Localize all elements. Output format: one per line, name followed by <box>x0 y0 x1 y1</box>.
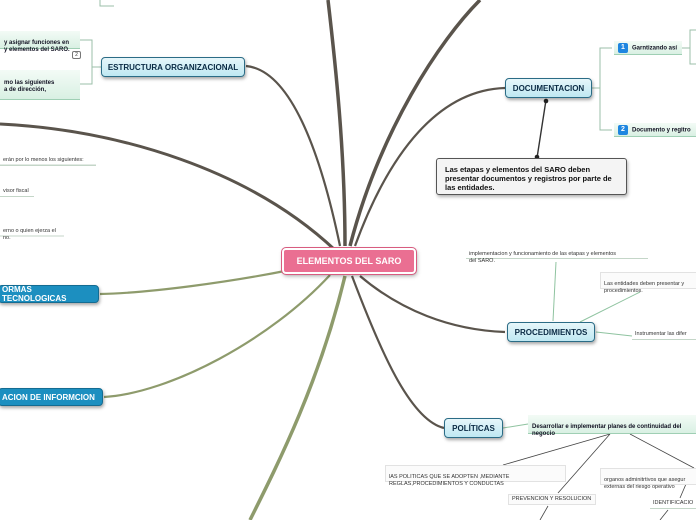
connector-pol-a <box>502 433 611 466</box>
branch-top-right <box>348 0 482 247</box>
connector-pol-b <box>557 433 611 494</box>
number-one-icon: 1 <box>618 43 628 53</box>
central-topic[interactable]: ELEMENTOS DEL SARO <box>281 247 417 275</box>
subtopic-label: Documento y regitro <box>632 127 691 134</box>
subtopic-label: IDENTIFICACIO <box>653 500 694 506</box>
topic-divulgacion-informacion[interactable]: ACION DE INFORMCION <box>0 388 103 406</box>
subtopic-label: visor fiscal <box>3 188 29 194</box>
subtopic-label: Instrumentar las difer <box>635 331 687 337</box>
subtopic-label: erno o quien ejerza el no. <box>3 228 56 241</box>
subtopic-identificacion[interactable]: IDENTIFICACIO <box>650 499 696 509</box>
branch-procedimientos <box>359 275 506 334</box>
connector-g1-right <box>682 29 696 65</box>
subtopic-label: erán por lo menos los siguientes: <box>3 157 84 163</box>
branch-estructura <box>245 64 342 247</box>
subtopic-siguientes-direccion[interactable]: mo las siguientes a de dirección, <box>0 70 80 100</box>
subtopic-implementacion[interactable]: implementacion y funcionamiento de las e… <box>466 243 648 264</box>
connector-pol-c <box>629 433 695 469</box>
subtopic-control-interno[interactable]: erno o quien ejerza el no. <box>0 220 64 241</box>
topic-label: POLÍTICAS <box>452 423 495 433</box>
subtopic-prevencion-resolucion[interactable]: PREVENCION Y RESOLUCION <box>508 494 596 505</box>
number-two-icon: 2 <box>618 125 628 135</box>
connector-proc-entidades <box>579 291 641 323</box>
branch-bottom <box>248 275 347 520</box>
connector-proc-right <box>595 331 633 337</box>
subtopic-label: Desarrollar e implementar planes de cont… <box>532 424 682 437</box>
connector-doc-note <box>536 99 547 159</box>
subtopic-label: mo las siguientes a de dirección, <box>4 80 55 93</box>
subtopic-label: y asignar funciones en y elementos del S… <box>4 40 70 53</box>
topic-procedimientos[interactable]: PROCEDIMIENTOS <box>507 322 595 342</box>
connector-doc-sub <box>592 47 612 131</box>
connector-pol-main <box>502 423 529 429</box>
connector-pol-e <box>539 505 549 520</box>
branch-left-upper <box>0 122 337 252</box>
subtopic-instrumentar[interactable]: Instrumentar las difer <box>632 330 696 340</box>
connector-pol-d <box>679 483 687 499</box>
topic-label: ORMAS TECNOLOGICAS <box>2 285 67 303</box>
topic-plataformas-tecnologicas[interactable]: ORMAS TECNOLOGICAS <box>0 285 99 303</box>
topic-politicas[interactable]: POLÍTICAS <box>444 418 503 438</box>
branch-documentacion <box>353 86 506 247</box>
subtopic-label: implementacion y funcionamiento de las e… <box>469 251 617 264</box>
floating-note-documentacion[interactable]: Las etapas y elementos del SARO deben pr… <box>436 158 627 195</box>
note-text: Las etapas y elementos del SARO deben pr… <box>445 165 612 192</box>
subtopic-label: organos adminitrtivos que asegur externa… <box>604 477 686 490</box>
subtopic-organos-administrativos[interactable]: organos adminitrtivos que asegur externa… <box>600 468 696 490</box>
connector-top-left <box>99 0 114 7</box>
subtopic-label: Las entidades deben presentar y procedim… <box>604 281 685 294</box>
topic-label: ESTRUCTURA ORGANIZACIONAL <box>107 62 239 72</box>
branch-divulgacion <box>103 274 331 399</box>
subtopic-planes-continuidad[interactable]: Desarrollar e implementar planes de cont… <box>528 415 696 437</box>
subtopic-politicas-adopten[interactable]: lAS POLITICAS QUE SE ADOPTEN ,MEDIANTE R… <box>385 465 566 487</box>
subtopic-garntizando-asi[interactable]: 1 Garntizando así <box>614 41 682 55</box>
connector-estructura-sub <box>80 39 101 85</box>
subtopic-entidades-presentar[interactable]: Las entidades deben presentar y procedim… <box>600 272 696 294</box>
subtopic-minimo-siguientes[interactable]: erán por lo menos los siguientes: <box>0 156 96 166</box>
subtopic-asignar-funciones[interactable]: y asignar funciones en y elementos del S… <box>0 31 80 53</box>
connector-proc-up <box>552 261 557 322</box>
subtopic-revisor-fiscal[interactable]: visor fiscal <box>0 187 34 197</box>
branch-top-dark <box>326 0 347 247</box>
topic-label: ACION DE INFORMCION <box>2 392 95 402</box>
topic-estructura-organizacional[interactable]: ESTRUCTURA ORGANIZACIONAL <box>101 57 245 77</box>
subtopic-documento-registro[interactable]: 2 Documento y regitro <box>614 123 696 137</box>
branch-politicas <box>350 275 445 430</box>
comment-count-badge[interactable]: 2 <box>72 51 81 59</box>
branch-plataformas <box>99 268 291 296</box>
topic-label: DOCUMENTACION <box>512 83 585 93</box>
subtopic-label: lAS POLITICAS QUE SE ADOPTEN ,MEDIANTE R… <box>389 474 510 487</box>
subtopic-label: Garntizando así <box>632 45 678 52</box>
connector-pol-f <box>659 509 669 520</box>
topic-documentacion[interactable]: DOCUMENTACION <box>505 78 592 98</box>
central-topic-label: ELEMENTOS DEL SARO <box>296 256 402 266</box>
topic-label: PROCEDIMIENTOS <box>514 327 588 337</box>
subtopic-label: PREVENCION Y RESOLUCION <box>512 496 592 502</box>
